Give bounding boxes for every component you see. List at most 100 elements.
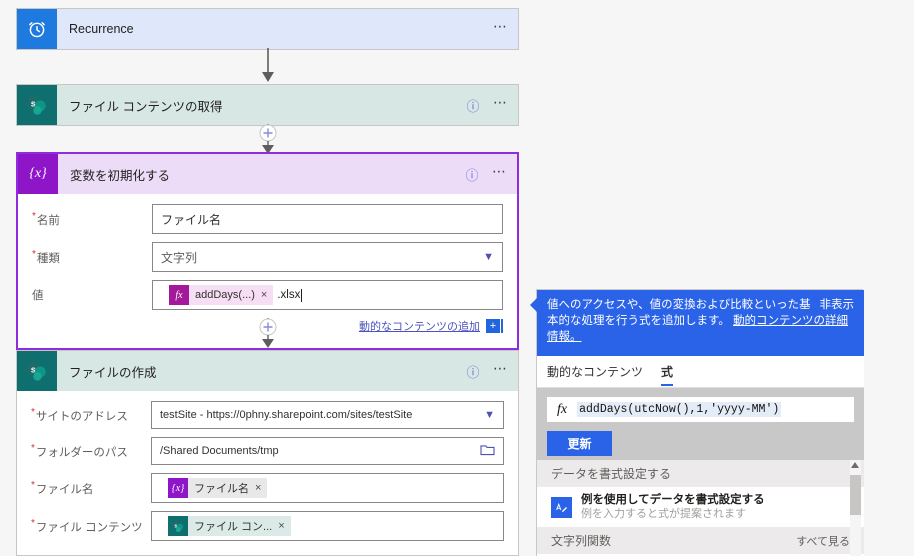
field-label: *フォルダーのパス	[31, 442, 128, 459]
flow-step-create-file[interactable]: s ファイルの作成 ⓘ ⋯ *サイトのアドレス testSite - https	[16, 350, 519, 556]
panel-tabs: 動的なコンテンツ 式	[537, 356, 864, 388]
function-group-header-2: 文字列関数 すべて見る	[537, 527, 864, 554]
expression-info-callout: 非表示 値へのアクセスや、値の変換および比較といった基 本的な処理を行う式を追加…	[537, 290, 864, 356]
flow-step-get-file-content[interactable]: s ファイル コンテンツの取得 ⓘ ⋯	[16, 84, 519, 126]
field-value: ファイル名	[161, 212, 222, 227]
field-label: *ファイル コンテンツ	[31, 517, 143, 534]
step-title: ファイルの作成	[69, 365, 157, 380]
step-title: 変数を初期化する	[70, 168, 171, 183]
site-address-dropdown[interactable]: testSite - https://0phny.sharepoint.com/…	[151, 401, 504, 429]
dynamic-content-panel: 非表示 値へのアクセスや、値の変換および比較といった基 本的な処理を行う式を追加…	[530, 289, 864, 556]
step-header[interactable]: Recurrence ⋯	[17, 9, 518, 49]
field-row: *ファイル名 {x} ファイル名 ×	[31, 473, 504, 503]
scrollbar-thumb[interactable]	[850, 475, 861, 515]
step-menu-icon[interactable]: ⋯	[493, 18, 509, 34]
function-group-header: データを書式設定する	[537, 460, 864, 487]
fx-icon: fx	[169, 285, 189, 305]
variable-token[interactable]: {x} ファイル名 ×	[168, 478, 268, 498]
sharepoint-icon: s	[17, 85, 57, 125]
field-label: *ファイル名	[31, 479, 94, 496]
folder-picker-icon[interactable]	[480, 443, 495, 459]
folder-path-input[interactable]: /Shared Documents/tmp	[151, 437, 504, 465]
field-value: testSite - https://0phny.sharepoint.com/…	[160, 409, 413, 421]
value-trailing-text: .xlsx	[277, 289, 301, 301]
function-item-subtitle: 例を入力すると式が提案されます	[581, 508, 746, 520]
required-marker: *	[31, 479, 35, 491]
connector-getfile-to-initvar	[0, 124, 530, 156]
see-all-link[interactable]: すべて見る	[796, 535, 850, 548]
tab-expression[interactable]: 式	[661, 356, 674, 388]
scroll-up-icon[interactable]	[851, 462, 859, 468]
format-data-icon	[551, 496, 572, 518]
hide-callout-link[interactable]: 非表示	[819, 299, 855, 311]
help-icon[interactable]: ⓘ	[465, 167, 479, 183]
svg-text:s: s	[31, 364, 36, 374]
step-header[interactable]: {x} 変数を初期化する ⓘ ⋯	[18, 154, 517, 194]
step-title: Recurrence	[69, 22, 134, 36]
step-header[interactable]: s ファイル コンテンツの取得 ⓘ ⋯	[17, 85, 518, 125]
flow-step-recurrence[interactable]: Recurrence ⋯	[16, 8, 519, 50]
variable-icon-glyph: {x}	[171, 482, 185, 494]
chevron-down-icon: ▼	[484, 409, 495, 421]
function-item-texts: 例を使用してデータを書式設定する 例を入力すると式が提案されます	[581, 493, 765, 521]
update-button[interactable]: 更新	[547, 431, 612, 456]
expression-value: addDays(utcNow(),1,'yyyy-MM')	[577, 402, 782, 417]
required-marker: *	[31, 517, 35, 529]
field-label: *種類	[32, 248, 60, 265]
flow-canvas: Recurrence ⋯ s	[0, 8, 530, 556]
required-marker: *	[31, 442, 35, 454]
function-list-scrollbar[interactable]	[850, 460, 861, 556]
add-dynamic-content-link[interactable]: 動的なコンテンツの追加	[359, 321, 480, 333]
step-title: ファイル コンテンツの取得	[69, 99, 223, 114]
field-row: *サイトのアドレス testSite - https://0phny.share…	[31, 401, 504, 429]
expression-input[interactable]: fx addDays(utcNow(),1,'yyyy-MM')	[547, 397, 854, 422]
flow-step-initialize-variable[interactable]: {x} 変数を初期化する ⓘ ⋯ *名前 ファイル名	[16, 152, 519, 350]
step-menu-icon[interactable]: ⋯	[492, 163, 508, 179]
file-content-input[interactable]: s ファイル コン... ×	[151, 511, 504, 541]
function-group-title: 文字列関数	[551, 534, 612, 548]
fx-icon: fx	[557, 401, 568, 417]
sharepoint-token[interactable]: s ファイル コン... ×	[168, 516, 291, 536]
svg-text:s: s	[31, 98, 36, 108]
text-caret	[301, 288, 303, 302]
tab-dynamic-content[interactable]: 動的なコンテンツ	[547, 365, 644, 379]
expression-token[interactable]: fx addDays(...) ×	[169, 285, 274, 305]
variable-value-input[interactable]: fx addDays(...) × .xlsx	[152, 280, 503, 310]
token-label: ファイル名	[194, 483, 249, 495]
field-value: /Shared Documents/tmp	[160, 445, 279, 457]
field-row: 値 fx addDays(...) × .xlsx	[32, 280, 503, 310]
required-marker: *	[31, 406, 35, 418]
token-remove-icon[interactable]: ×	[260, 289, 268, 301]
dynamic-content-learn-more-link[interactable]: 動的コンテンツの詳細情報。	[547, 315, 849, 343]
sharepoint-icon: s	[17, 351, 57, 391]
step-menu-icon[interactable]: ⋯	[493, 94, 509, 110]
svg-text:s: s	[174, 523, 177, 529]
required-marker: *	[32, 210, 36, 222]
connector-recurrence-to-getfile	[0, 48, 530, 88]
callout-text-line-2: 本的な処理を行う式を追加します。	[547, 315, 730, 327]
variable-type-dropdown[interactable]: 文字列 ▼	[152, 242, 503, 272]
variable-name-input[interactable]: ファイル名	[152, 204, 503, 234]
chevron-down-icon: ▼	[483, 251, 494, 263]
connector-initvar-to-createfile	[0, 318, 530, 350]
field-row: *種類 文字列 ▼	[32, 242, 503, 272]
variable-icon-glyph: {x}	[29, 166, 47, 181]
dynamic-content-row: 動的なコンテンツの追加 +	[32, 318, 503, 334]
help-icon[interactable]: ⓘ	[466, 98, 480, 114]
field-value: 文字列	[161, 250, 198, 265]
add-dynamic-content-plus-button[interactable]: +	[486, 319, 500, 333]
token-remove-icon[interactable]: ×	[278, 520, 285, 532]
step-header[interactable]: s ファイルの作成 ⓘ ⋯	[17, 351, 518, 391]
field-label: *サイトのアドレス	[31, 406, 128, 423]
variable-icon: {x}	[18, 154, 58, 194]
help-icon[interactable]: ⓘ	[466, 364, 480, 380]
field-label: *名前	[32, 210, 60, 227]
token-remove-icon[interactable]: ×	[255, 482, 262, 494]
step-menu-icon[interactable]: ⋯	[493, 360, 509, 376]
function-list-item[interactable]: 例を使用してデータを書式設定する 例を入力すると式が提案されます	[537, 487, 864, 527]
file-name-input[interactable]: {x} ファイル名 ×	[151, 473, 504, 503]
variable-icon: {x}	[168, 478, 188, 498]
field-label: 値	[32, 290, 44, 302]
alarm-clock-icon	[17, 9, 57, 49]
